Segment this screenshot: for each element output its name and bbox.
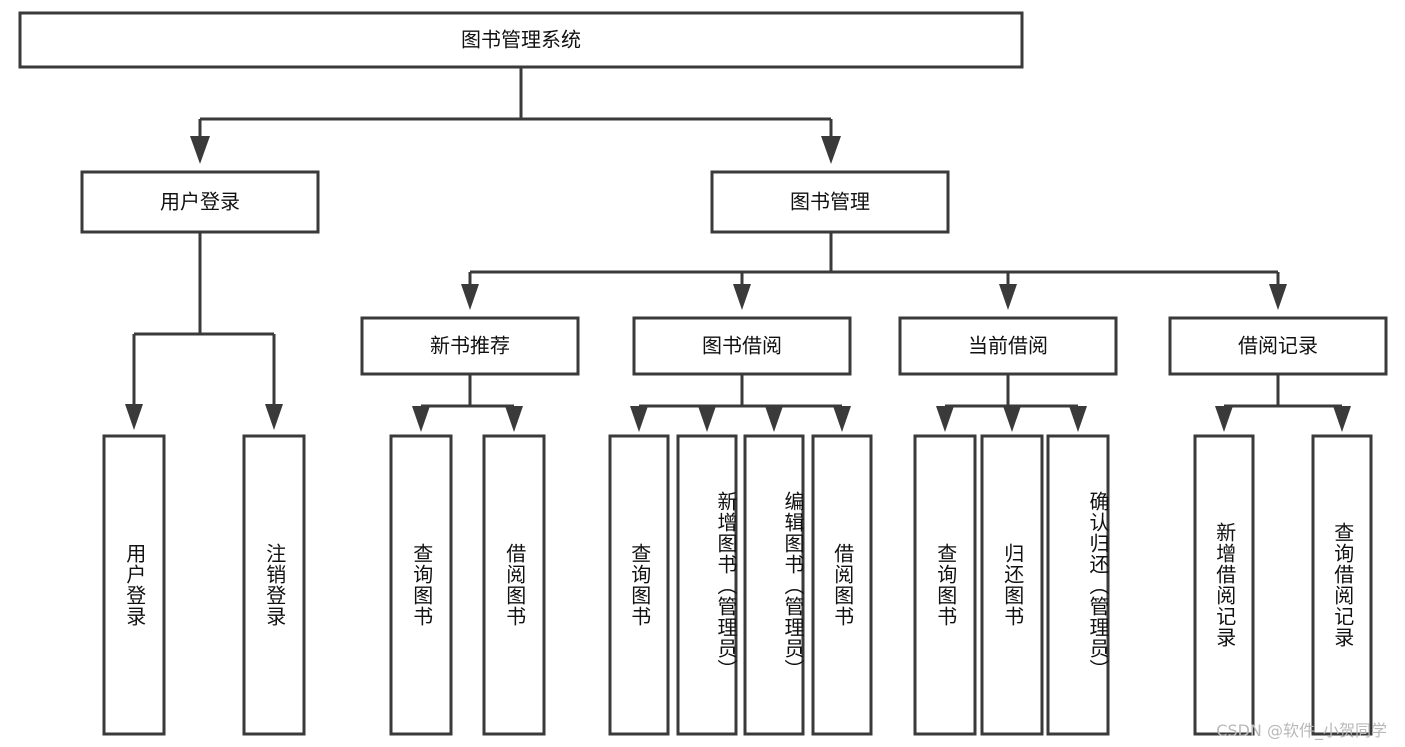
arrow-head-leaf-logout bbox=[265, 404, 283, 430]
node-borrow-record-label: 借阅记录 bbox=[1238, 334, 1318, 358]
node-new-book-recommend[interactable]: 新书推荐 bbox=[360, 316, 580, 376]
edge-group-current-borrow bbox=[936, 374, 1087, 432]
node-book-management-box[interactable] bbox=[710, 170, 950, 234]
leaf-box-search-book-1[interactable] bbox=[389, 434, 453, 736]
arrow-head-current-borrow bbox=[999, 284, 1017, 310]
leaf-box-add-book[interactable] bbox=[676, 434, 738, 736]
leaf-box-user-login[interactable] bbox=[102, 434, 166, 736]
leaf-box-search-book-3[interactable] bbox=[913, 434, 977, 736]
arrow-head-leaf-search-book-2 bbox=[630, 406, 648, 432]
node-root[interactable]: 图书管理系统 bbox=[18, 11, 1024, 69]
leaf-box-search-record[interactable] bbox=[1311, 434, 1373, 736]
leaf-boxes bbox=[102, 434, 1373, 736]
edge-group-borrow bbox=[630, 374, 851, 432]
arrow-head-leaf-borrow-book-2 bbox=[833, 406, 851, 432]
arrow-head-leaf-add-book bbox=[698, 406, 716, 432]
leaf-box-borrow-book-1[interactable] bbox=[482, 434, 546, 736]
node-book-borrow[interactable]: 图书借阅 bbox=[632, 316, 852, 376]
node-book-management[interactable]: 图书管理 bbox=[710, 170, 950, 234]
node-new-book-recommend-box[interactable] bbox=[360, 316, 580, 376]
arrow-head-newbook bbox=[461, 284, 479, 310]
arrow-head-leaf-confirm-return bbox=[1069, 406, 1087, 432]
edge-group-newbook bbox=[412, 374, 523, 432]
node-borrow-record-box[interactable] bbox=[1168, 316, 1388, 376]
arrow-head-leaf-borrow-book-1 bbox=[505, 406, 523, 432]
node-current-borrow[interactable]: 当前借阅 bbox=[898, 316, 1118, 376]
node-user-login-box[interactable] bbox=[80, 170, 320, 234]
edge-group-root bbox=[190, 67, 841, 164]
arrow-head-borrow-record bbox=[1269, 284, 1287, 310]
edge-group-user-login bbox=[125, 232, 283, 430]
leaf-box-confirm-return[interactable] bbox=[1046, 434, 1110, 736]
leaf-box-logout[interactable] bbox=[242, 434, 306, 736]
watermark-text: CSDN @软件_小贺同学 bbox=[1216, 721, 1387, 740]
node-root-box[interactable] bbox=[18, 11, 1024, 69]
arrow-head-user-login bbox=[190, 136, 210, 164]
arrow-head-leaf-return-book bbox=[1003, 406, 1021, 432]
leaf-box-borrow-book-2[interactable] bbox=[811, 434, 873, 736]
leaf-box-edit-book[interactable] bbox=[743, 434, 805, 736]
node-current-borrow-box[interactable] bbox=[898, 316, 1118, 376]
arrow-head-leaf-add-record bbox=[1215, 406, 1233, 432]
arrow-head-borrow bbox=[733, 284, 751, 310]
arrow-head-leaf-search-record bbox=[1333, 406, 1351, 432]
node-user-login-label: 用户登录 bbox=[160, 190, 240, 214]
node-root-label: 图书管理系统 bbox=[461, 28, 581, 52]
arrow-head-leaf-edit-book bbox=[765, 406, 783, 432]
node-book-borrow-box[interactable] bbox=[632, 316, 852, 376]
arrow-head-leaf-user-login bbox=[125, 404, 143, 430]
arrow-head-leaf-search-book-3 bbox=[936, 406, 954, 432]
leaf-box-search-book-2[interactable] bbox=[608, 434, 670, 736]
leaf-box-add-record[interactable] bbox=[1193, 434, 1255, 736]
leaf-box-return-book[interactable] bbox=[980, 434, 1044, 736]
node-current-borrow-label: 当前借阅 bbox=[968, 334, 1048, 358]
node-book-management-label: 图书管理 bbox=[790, 190, 870, 214]
node-book-borrow-label: 图书借阅 bbox=[702, 334, 782, 358]
edge-group-borrow-record bbox=[1215, 374, 1351, 432]
arrow-head-leaf-search-book-1 bbox=[412, 406, 430, 432]
node-user-login[interactable]: 用户登录 bbox=[80, 170, 320, 234]
arrow-head-book-mgmt bbox=[821, 136, 841, 164]
node-borrow-record[interactable]: 借阅记录 bbox=[1168, 316, 1388, 376]
node-new-book-recommend-label: 新书推荐 bbox=[430, 334, 510, 358]
edge-group-book-mgmt bbox=[461, 232, 1287, 310]
